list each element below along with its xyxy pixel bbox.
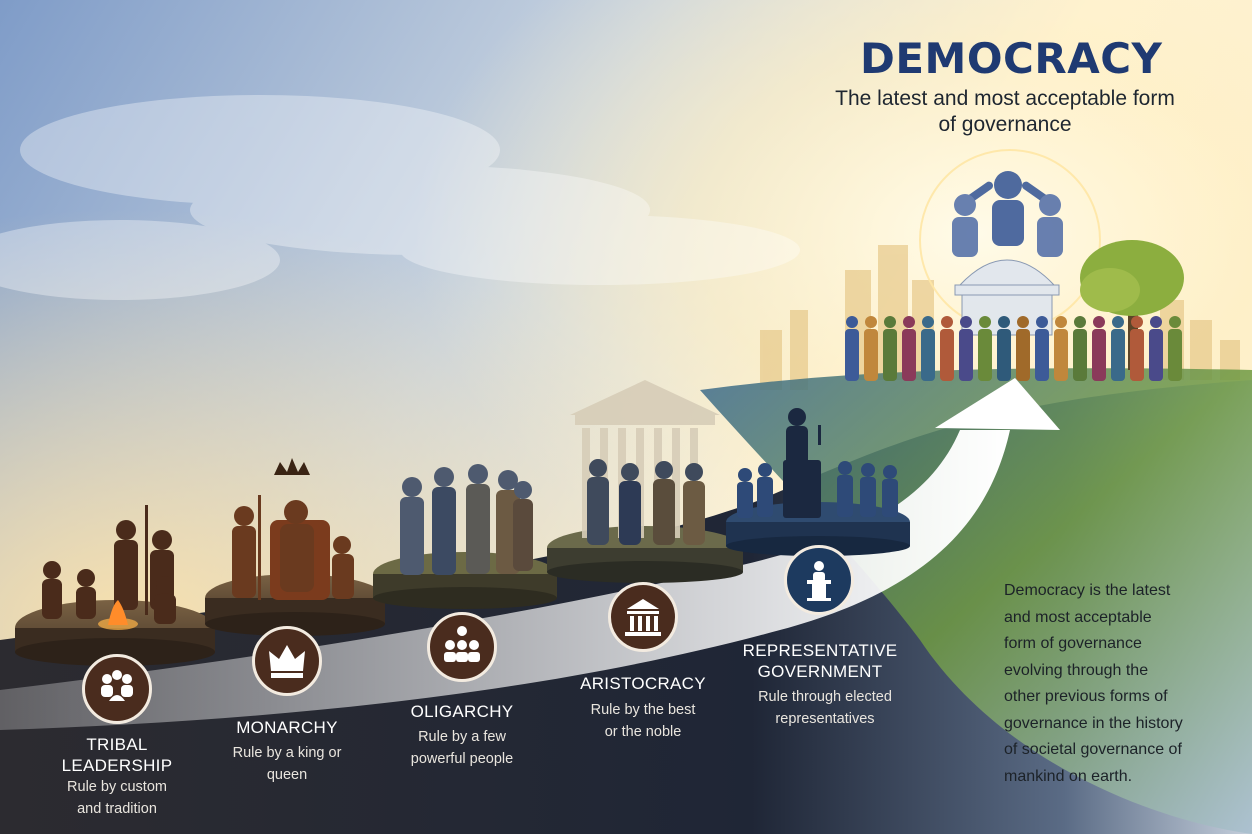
stage-aristocracy-description: Rule by the best or the noble: [590, 702, 696, 740]
crowd-person-body: [1092, 329, 1106, 381]
crowd-person-body: [1016, 329, 1030, 381]
stage-monarchy-badge: [252, 626, 322, 696]
crowd-person-body: [1035, 329, 1049, 381]
crowd-person-body: [1073, 329, 1087, 381]
stage-monarchy-name: MONARCHY: [236, 718, 338, 737]
page-title: DEMOCRACY: [860, 34, 1163, 83]
stage-aristocracy-name: ARISTOCRACY: [580, 674, 706, 693]
crowd-person-body: [959, 329, 973, 381]
democracy-description: Democracy is the latest and most accepta…: [1004, 582, 1183, 785]
crowd-person-body: [845, 329, 859, 381]
stage-tribal-description: Rule by custom and tradition: [67, 779, 167, 817]
stage-tribal-name: TRIBAL LEADERSHIP: [61, 735, 173, 775]
crowd-person-body: [997, 329, 1011, 381]
page-subtitle: The latest and most acceptable form of g…: [835, 87, 1175, 136]
crowd-person: [998, 316, 1010, 328]
crowd-person-body: [902, 329, 916, 381]
stage-oligarchy-badge: [427, 612, 497, 682]
few-people-icon: [444, 626, 480, 662]
crown-icon: [269, 645, 305, 678]
crowd-person: [903, 316, 915, 328]
crowd-person: [1055, 316, 1067, 328]
crowd-person-body: [978, 329, 992, 381]
stage-monarchy-description: Rule by a king or queen: [232, 745, 342, 783]
crowd-person: [941, 316, 953, 328]
stage-tribal-badge: [82, 654, 152, 724]
stage-oligarchy-description: Rule by a few powerful people: [410, 729, 514, 767]
crowd-person-body: [1054, 329, 1068, 381]
stage-oligarchy-name: OLIGARCHY: [410, 702, 514, 721]
crowd-person: [884, 316, 896, 328]
stage-representative-description: Rule through elected representatives: [758, 689, 892, 727]
crowd-person-body: [1149, 329, 1163, 381]
crowd-person: [1150, 316, 1162, 328]
stage-representative-name: REPRESENTATIVE GOVERNMENT: [742, 641, 898, 681]
crowd-person-body: [864, 329, 878, 381]
crowd-person: [922, 316, 934, 328]
stage-representative-badge: [784, 545, 854, 615]
stage-aristocracy-badge: [608, 582, 678, 652]
tribal-group-icon: [101, 670, 133, 701]
crowd-person: [865, 316, 877, 328]
crowd-person-body: [940, 329, 954, 381]
crowd-person-body: [1111, 329, 1125, 381]
crowd-person: [960, 316, 972, 328]
crowd-person: [1074, 316, 1086, 328]
crowd-person-body: [883, 329, 897, 381]
speaker-podium-icon: [807, 561, 831, 601]
crowd-person: [1093, 316, 1105, 328]
temple-icon: [625, 599, 661, 636]
crowd-person: [979, 316, 991, 328]
crowd-person-body: [921, 329, 935, 381]
crowd-person: [1036, 316, 1048, 328]
crowd-person: [1131, 316, 1143, 328]
crowd-person: [1112, 316, 1124, 328]
crowd-person-body: [1130, 329, 1144, 381]
crowd-person: [1017, 316, 1029, 328]
crowd-person: [1169, 316, 1181, 328]
crowd-person-body: [1168, 329, 1182, 381]
crowd-person: [846, 316, 858, 328]
